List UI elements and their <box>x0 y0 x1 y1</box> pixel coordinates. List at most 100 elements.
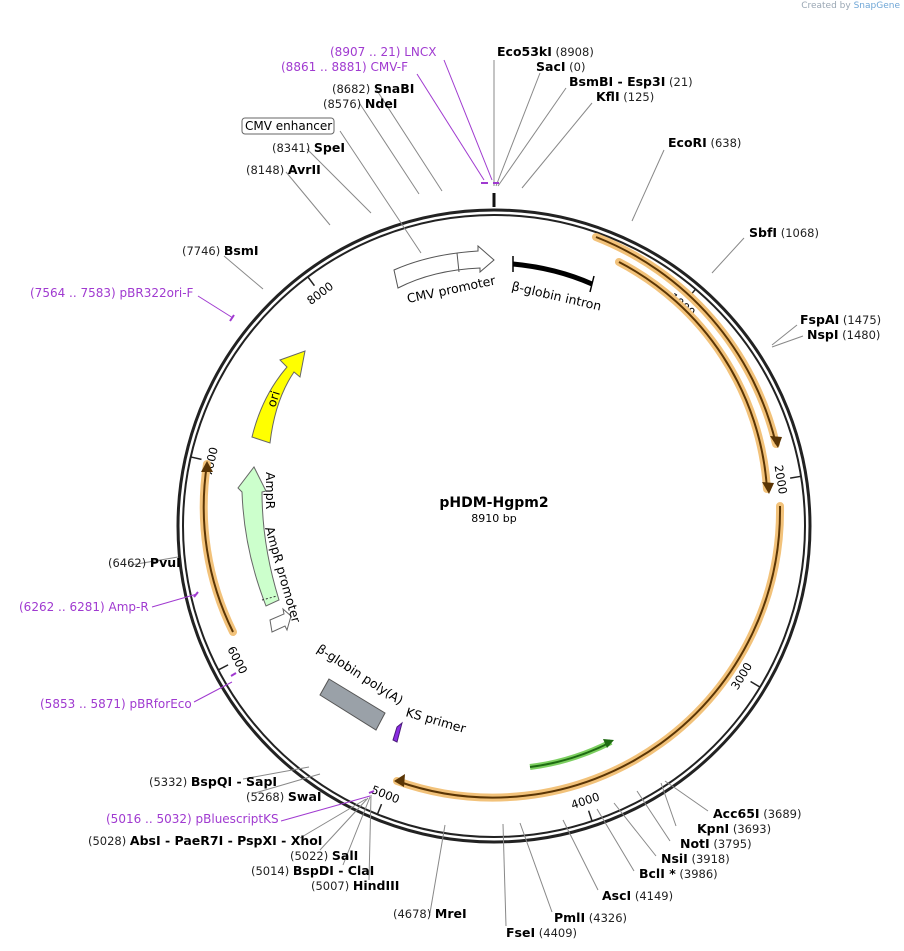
feature-label-ks-primer: KS primer <box>404 704 468 736</box>
scale-tick-label: 6000 <box>224 644 250 676</box>
cmv-enhancer-label: CMV enhancer <box>245 119 332 133</box>
cmv-promoter-divider <box>456 252 460 273</box>
enzyme-position: (8148) <box>246 163 288 177</box>
leader-bspqi <box>242 766 310 780</box>
enzyme-name: SacI <box>536 59 566 74</box>
enzyme-position: (0) <box>566 60 586 74</box>
enzyme-name: SwaI <box>288 789 322 804</box>
enzyme-separator: - <box>223 833 237 848</box>
leader-ndei <box>359 103 420 195</box>
enzyme-name: Esp3I <box>627 74 665 89</box>
enzyme-label: KflI (125) <box>596 89 654 104</box>
enzyme-label: (5007) HindIII <box>311 878 399 893</box>
enzyme-label: (7746) BsmI <box>182 243 259 258</box>
enzyme-name: NspI <box>807 327 839 342</box>
enzyme-position: (1475) <box>839 313 881 327</box>
primer-leaders <box>151 59 493 822</box>
enzyme-name: BspDI <box>293 863 334 878</box>
enzyme-label: FseI (4409) <box>506 925 577 940</box>
enzyme-label: (5028) AbsI - PaeR7I - PspXI - XhoI <box>88 833 322 848</box>
leader-bcli <box>596 808 635 872</box>
scale-tick-label: 4000 <box>569 789 601 812</box>
enzyme-position: (125) <box>620 90 655 104</box>
primer-label: (6262 .. 6281) Amp-R <box>19 600 149 614</box>
primer-label: (7564 .. 7583) pBR322ori-F <box>30 286 194 300</box>
scale-tick <box>790 475 802 479</box>
primer-mark-pbluescriptks <box>368 790 375 794</box>
enzyme-label: Eco53kI (8908) <box>497 44 594 59</box>
enzyme-name: AvrII <box>288 162 321 177</box>
scale-tick <box>587 810 593 822</box>
enzyme-name: PmlI <box>554 910 585 925</box>
leader-snabi <box>375 88 443 192</box>
enzyme-name: SbfI <box>749 225 777 240</box>
scale-tick <box>190 456 202 461</box>
enzyme-name: HindIII <box>353 878 400 893</box>
primer-label: (5853 .. 5871) pBRforEco <box>40 697 192 711</box>
scale-tick <box>217 664 229 671</box>
orf-arc-1-head <box>770 436 782 448</box>
leader-absi <box>299 798 367 839</box>
leader-kpni <box>660 782 677 827</box>
enzyme-separator: - <box>613 74 627 89</box>
enzyme-name: AbsI <box>130 833 161 848</box>
enzyme-name: SalI <box>332 848 358 863</box>
enzyme-label: SacI (0) <box>536 59 585 74</box>
enzyme-position: (1068) <box>777 226 819 240</box>
enzyme-label: AscI (4149) <box>602 888 673 903</box>
enzyme-name: BspQI <box>191 774 232 789</box>
enzyme-name: BsmBI <box>569 74 613 89</box>
features <box>237 244 595 743</box>
feature-label-ampr: AmpR <box>263 472 278 510</box>
site-labels: Eco53kI (8908)SacI (0)BsmBI - Esp3I (21)… <box>19 44 881 940</box>
enzyme-name: SapI <box>246 774 277 789</box>
scale-tick-label: 5000 <box>369 782 401 806</box>
orf-arc-1-line <box>595 236 777 445</box>
enzyme-position: (4409) <box>535 926 577 940</box>
enzyme-name: BsmI <box>224 243 259 258</box>
leader-ecori <box>631 149 665 222</box>
primer-leader-cmv-f <box>416 73 485 181</box>
enzyme-separator: - <box>232 774 246 789</box>
enzyme-label: (8148) AvrII <box>246 162 321 177</box>
enzyme-name: MreI <box>435 906 467 921</box>
leader-sali <box>319 797 369 851</box>
enzyme-label: (8576) NdeI <box>323 96 397 111</box>
enzyme-position: (4326) <box>585 911 627 925</box>
scale-tick <box>376 803 383 815</box>
enzyme-position: (6462) <box>108 556 150 570</box>
enzyme-name: NsiI <box>661 851 688 866</box>
orf-arcs <box>199 233 785 802</box>
leader-kfli <box>521 102 593 189</box>
primer-leader-lncx <box>443 59 493 181</box>
enzyme-label: Acc65I (3689) <box>713 806 801 821</box>
ampr-dotted <box>261 595 278 601</box>
credit-prefix: Created by <box>801 1 851 11</box>
primer-leader-pbrforeco <box>193 681 233 703</box>
orf-arc-4-line <box>202 463 234 633</box>
enzyme-label: SbfI (1068) <box>749 225 819 240</box>
primer-leader-pbr322ori-f <box>197 295 234 319</box>
leader-swai <box>254 773 321 794</box>
enzyme-label: (5014) BspDI - ClaI <box>251 863 374 878</box>
orf-arc-4 <box>199 460 237 636</box>
scale-tick-label: 2000 <box>772 464 790 495</box>
leader-sbfi <box>711 237 745 274</box>
enzyme-name: XhoI <box>291 833 323 848</box>
green-orf-head <box>603 739 614 748</box>
enzyme-name: NdeI <box>365 96 398 111</box>
primer-leader-amp-r <box>151 593 198 608</box>
enzyme-name: NotI <box>680 836 710 851</box>
enzyme-name: BclI * <box>639 866 676 881</box>
enzyme-label: (8341) SpeI <box>272 140 345 155</box>
cmv-enhancer-box <box>241 117 335 135</box>
enzyme-label: (5268) SwaI <box>246 789 322 804</box>
leader-lines <box>130 60 804 927</box>
leader-bspdi <box>342 796 371 866</box>
orf-arc-2-line <box>618 261 768 490</box>
leader-bsmi <box>223 255 264 290</box>
leader-saci <box>495 72 541 187</box>
enzyme-position: (8341) <box>272 141 314 155</box>
enzyme-position: (5014) <box>251 864 293 878</box>
enzyme-position: (3795) <box>710 837 752 851</box>
